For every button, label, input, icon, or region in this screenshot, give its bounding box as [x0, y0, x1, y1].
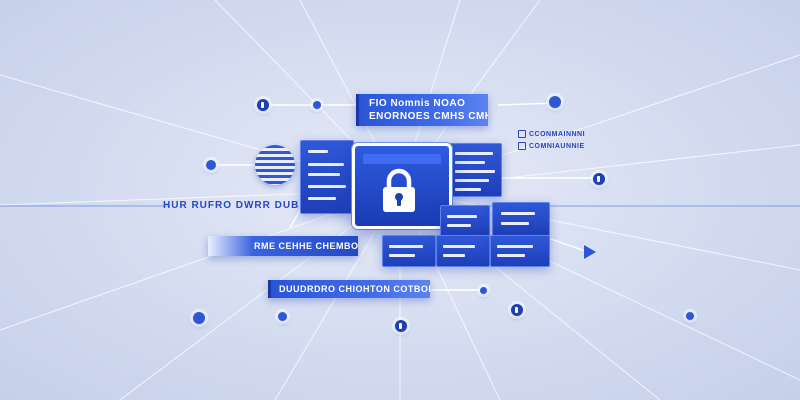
data-panel-left [300, 140, 354, 214]
lock-card-header [363, 154, 441, 164]
node-dot-bottom-center [480, 287, 487, 294]
node-dot-lower-left [193, 312, 205, 324]
data-panel-right [448, 143, 502, 197]
side-tag-text-1: CCONMAINNNI [529, 130, 586, 138]
grid-panel-bottom-1 [382, 235, 436, 267]
grid-panel-bottom-3 [490, 235, 550, 267]
left-floating-caption: HUR RUFRO DWRR DUB [163, 200, 300, 211]
node-marker-lower-right [511, 304, 523, 316]
grid-panel-bottom-2 [436, 235, 490, 267]
node-marker-right [593, 173, 605, 185]
side-tag-group: CCONMAINNNI COMNIAUNNIE [518, 130, 585, 150]
bottom-banner: DUUDRDRO CHIOHTON COTBONS [268, 280, 430, 298]
padlock-icon [383, 168, 415, 212]
header-banner: FIO Nomnis NOAO ENORNOES CMHS CMHOO [356, 94, 488, 126]
tag-icon [518, 142, 526, 150]
header-banner-line-1: FIO Nomnis NOAO [369, 98, 466, 109]
node-dot-far-right [686, 312, 694, 320]
globe-icon [255, 145, 295, 185]
security-lock-card [352, 143, 452, 229]
header-banner-line-2: ENORNOES CMHS CMHOO [369, 111, 488, 122]
play-arrow-icon [584, 245, 596, 259]
side-tag-text-2: COMNIAUNNIE [529, 142, 585, 150]
node-marker-bottom [395, 320, 407, 332]
node-dot-top-right [549, 96, 561, 108]
node-dot-top-center [313, 101, 321, 109]
node-dot-left [206, 160, 216, 170]
mid-left-banner: RME CEHHE CHEMBOP [208, 236, 358, 256]
node-dot-lower-mid-left [278, 312, 287, 321]
tag-icon [518, 130, 526, 138]
side-tag-row-2: COMNIAUNNIE [518, 142, 585, 150]
grid-panel-top-1 [440, 205, 490, 237]
node-marker-top-left [257, 99, 269, 111]
grid-panel-top-2 [492, 202, 550, 236]
side-tag-row-1: CCONMAINNNI [518, 130, 585, 138]
